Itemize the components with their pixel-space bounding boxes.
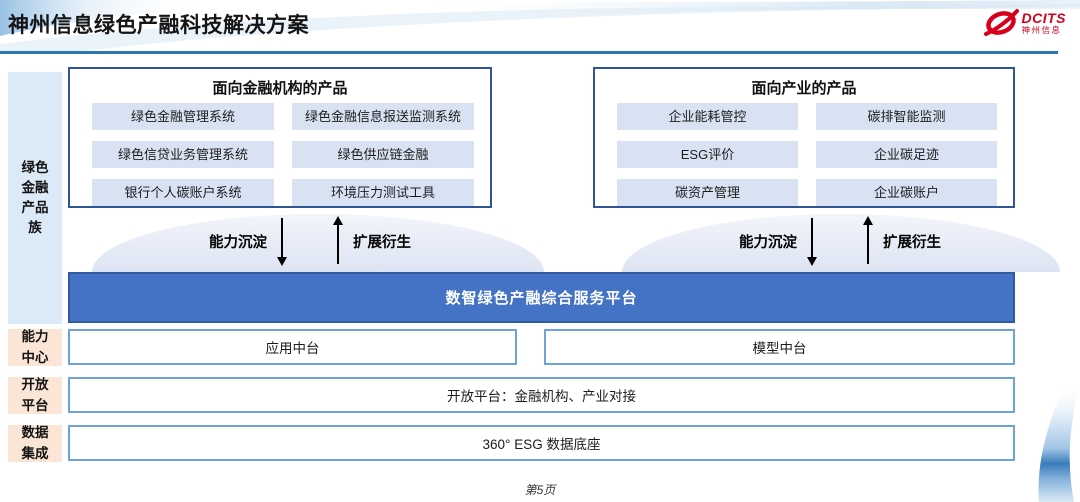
- dcits-logo-brand: DCITS: [1021, 10, 1066, 27]
- product-box-title: 面向金融机构的产品: [212, 80, 348, 97]
- flow-group-right: 能力沉淀 扩展衍生: [690, 212, 990, 270]
- down-arrow-icon: [276, 218, 287, 266]
- product-item: 企业能耗管控: [617, 103, 798, 130]
- dcits-logo-subtext: 神州信息: [1021, 24, 1062, 35]
- title-underline: [0, 51, 1058, 54]
- sidebar-capability-center-label: 能力中心: [21, 329, 49, 365]
- expand-derive-label: 扩展衍生: [353, 234, 411, 251]
- product-item: ESG评价: [617, 141, 798, 168]
- sidebar-item-capability-center: 能力中心: [8, 329, 62, 366]
- flow-group-left: 能力沉淀 扩展衍生: [160, 212, 460, 270]
- page-number: 第5页: [524, 483, 556, 497]
- row-open-platform: 开放平台：金融机构、产业对接: [68, 377, 1015, 413]
- product-item: 碳排智能监测: [816, 103, 997, 130]
- product-item: 银行个人碳账户系统: [92, 179, 274, 206]
- product-item: 绿色信贷业务管理系统: [92, 141, 274, 168]
- row-application-middle-platform: 应用中台: [68, 329, 517, 365]
- sidebar-open-platform-label: 开放平台: [21, 377, 49, 413]
- up-arrow-icon: [332, 216, 343, 264]
- platform-bar-label: 数智绿色产融综合服务平台: [445, 290, 638, 307]
- sidebar-product-family-label: 绿色金融产品族: [21, 159, 49, 236]
- page-title: 神州信息绿色产融科技解决方案: [8, 14, 309, 37]
- dcits-logo-text: DCITS 神州信息: [1022, 11, 1067, 35]
- sidebar-product-family-strip: 绿色金融产品族: [8, 72, 62, 324]
- dcits-logo-icon: [983, 9, 1019, 36]
- sidebar-data-integration-label: 数据集成: [21, 425, 49, 461]
- product-item: 绿色供应链金融: [292, 141, 474, 168]
- product-item: 环境压力测试工具: [292, 179, 474, 206]
- product-chip-grid: 企业能耗管控 碳排智能监测 ESG评价 企业碳足迹 碳资产管理 企业碳账户: [617, 103, 997, 206]
- row-model-middle-platform: 模型中台: [544, 329, 1015, 365]
- capability-settle-label: 能力沉淀: [739, 234, 797, 251]
- product-item: 企业碳足迹: [816, 141, 997, 168]
- sidebar-item-data-integration: 数据集成: [8, 425, 62, 462]
- sidebar-item-open-platform: 开放平台: [8, 377, 62, 414]
- expand-derive-label: 扩展衍生: [883, 234, 941, 251]
- product-box-title: 面向产业的产品: [751, 80, 857, 97]
- product-item: 企业碳账户: [816, 179, 997, 206]
- product-item: 绿色金融信息报送监测系统: [292, 103, 474, 130]
- product-item: 绿色金融管理系统: [92, 103, 274, 130]
- product-box-industry: 面向产业的产品 企业能耗管控 碳排智能监测 ESG评价 企业碳足迹 碳资产管理 …: [593, 67, 1015, 208]
- product-chip-grid: 绿色金融管理系统 绿色金融信息报送监测系统 绿色信贷业务管理系统 绿色供应链金融…: [92, 103, 474, 206]
- product-box-financial-institutions: 面向金融机构的产品 绿色金融管理系统 绿色金融信息报送监测系统 绿色信贷业务管理…: [68, 67, 492, 208]
- dcits-logo: DCITS 神州信息: [983, 7, 1067, 39]
- product-item: 碳资产管理: [617, 179, 798, 206]
- down-arrow-icon: [806, 218, 817, 266]
- row-esg-data-base: 360° ESG 数据底座: [68, 425, 1015, 461]
- capability-settle-label: 能力沉淀: [209, 234, 267, 251]
- platform-bar: 数智绿色产融综合服务平台: [68, 272, 1015, 323]
- up-arrow-icon: [862, 216, 873, 264]
